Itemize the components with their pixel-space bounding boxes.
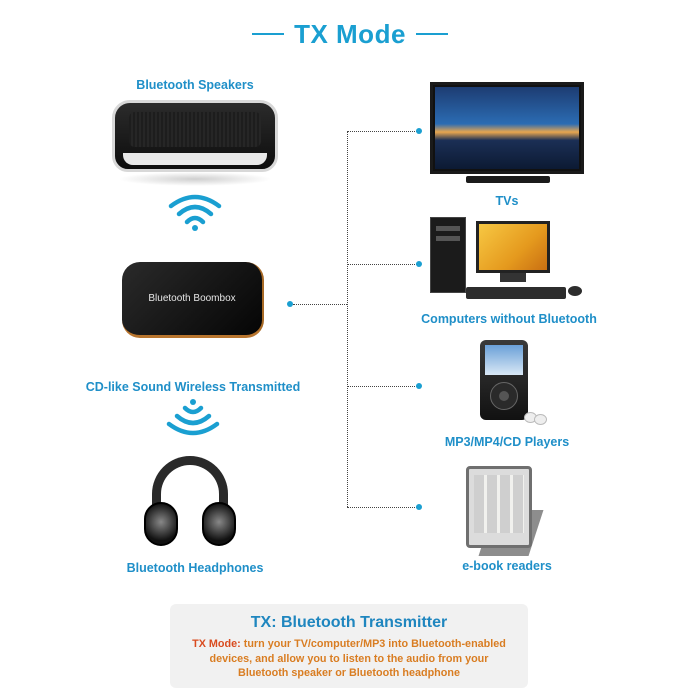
page-title: TX Mode xyxy=(294,18,406,49)
tower-drive-bay xyxy=(436,236,460,241)
speakers-label: Bluetooth Speakers xyxy=(136,78,254,92)
keyboard xyxy=(466,287,566,299)
connector-line-mp3 xyxy=(347,386,417,387)
speaker-base xyxy=(123,153,267,165)
connector-dot-icon xyxy=(416,383,422,389)
wireless-signal-icon xyxy=(168,194,222,231)
connector-line-ebook xyxy=(347,507,417,508)
click-wheel xyxy=(490,382,518,410)
info-line2: devices, and allow you to listen to the … xyxy=(209,652,489,665)
info-mode-prefix: TX Mode: xyxy=(192,638,241,650)
info-heading: TX: Bluetooth Transmitter xyxy=(250,614,448,631)
headphone-band xyxy=(152,456,228,516)
transmit-label: CD-like Sound Wireless Transmitted xyxy=(85,380,301,394)
connector-line-main xyxy=(293,304,347,305)
connector-line-tv xyxy=(347,131,417,132)
speaker-reflection xyxy=(118,172,272,186)
tv-stand xyxy=(466,176,550,183)
mouse xyxy=(568,286,582,296)
title-divider-left xyxy=(252,33,285,35)
wireless-signal-down-icon xyxy=(166,399,220,436)
bluetooth-boombox-device: Bluetooth Boombox xyxy=(122,262,264,338)
computer-monitor xyxy=(476,221,550,273)
info-line1: turn your TV/computer/MP3 into Bluetooth… xyxy=(240,638,506,650)
info-box: TX: Bluetooth Transmitter TX Mode: turn … xyxy=(170,604,528,688)
headphone-left-cup xyxy=(144,502,178,546)
info-description: TX Mode: turn your TV/computer/MP3 into … xyxy=(180,637,518,681)
header: TX Mode xyxy=(0,14,700,54)
click-wheel-center xyxy=(499,391,509,401)
connector-dot-icon xyxy=(416,504,422,510)
info-line3: Bluetooth speaker or Bluetooth headphone xyxy=(238,667,460,679)
connector-dot-icon xyxy=(416,128,422,134)
tv-image xyxy=(430,82,584,174)
computers-label: Computers without Bluetooth xyxy=(421,312,597,326)
ereader-screen xyxy=(474,475,524,533)
title-divider-right xyxy=(415,33,448,35)
bluetooth-speaker-image xyxy=(112,100,278,172)
mp3-screen xyxy=(485,345,523,375)
monitor-screen xyxy=(479,224,547,270)
ebook-label: e-book readers xyxy=(462,559,552,573)
connector-dot-icon xyxy=(287,301,293,307)
computer-tower xyxy=(430,217,466,293)
boombox-text: Bluetooth Boombox xyxy=(148,293,236,304)
tv-screen xyxy=(435,87,579,169)
connector-line-vertical xyxy=(347,131,348,507)
headphone-right-cup xyxy=(202,502,236,546)
connector-dot-icon xyxy=(416,261,422,267)
monitor-stand xyxy=(500,273,526,282)
earbud xyxy=(534,414,547,425)
mp3-player-image xyxy=(480,340,528,420)
mp3-label: MP3/MP4/CD Players xyxy=(444,435,570,449)
ereader-image xyxy=(466,466,532,548)
connector-line-computer xyxy=(347,264,417,265)
tower-drive-bay xyxy=(436,226,460,231)
tvs-label: TVs xyxy=(495,194,519,208)
headphones-label: Bluetooth Headphones xyxy=(126,561,264,575)
speaker-grill xyxy=(129,112,261,147)
